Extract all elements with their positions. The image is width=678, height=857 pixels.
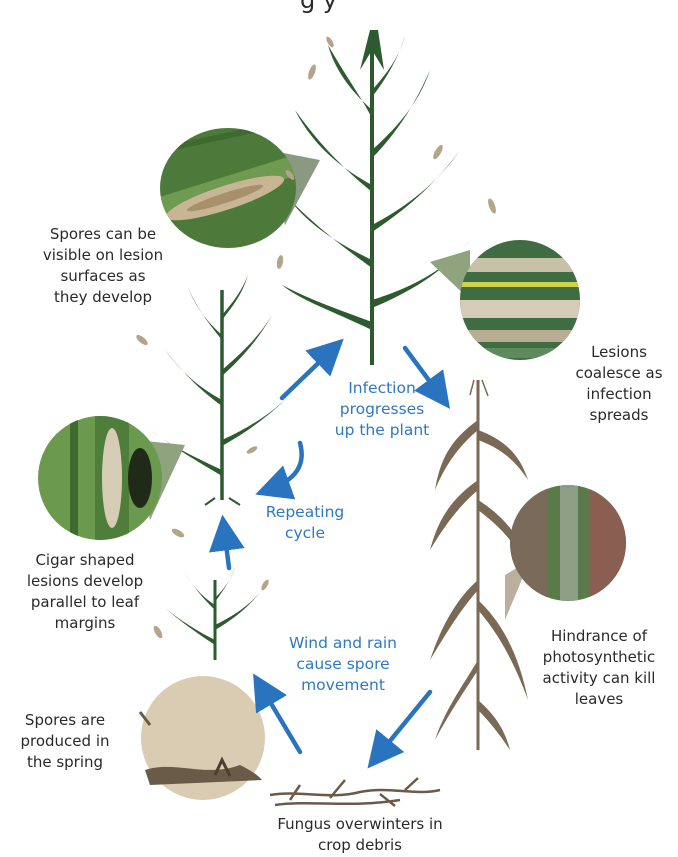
label-wind-rain: Wind and rain cause spore movement: [268, 633, 418, 696]
label-overwinters: Fungus overwinters in crop debris: [250, 814, 470, 856]
label-cigar-lesions: Cigar shaped lesions develop parallel to…: [0, 550, 170, 634]
seedling-plant: [165, 565, 262, 660]
floating-spores: [135, 36, 498, 640]
label-infection-progresses: Infection progresses up the plant: [322, 378, 442, 441]
arrow-down-left: [376, 692, 430, 758]
arrow-up-seedling: [224, 528, 229, 568]
label-hindrance: Hindrance of photosynthetic activity can…: [520, 626, 678, 710]
label-spores-produced: Spores are produced in the spring: [0, 710, 130, 773]
spore-disc: [140, 676, 265, 800]
label-repeating-cycle: Repeating cycle: [245, 502, 365, 544]
label-spores-visible: Spores can be visible on lesion surfaces…: [8, 224, 198, 308]
label-lesions-coalesce: Lesions coalesce as infection spreads: [560, 342, 678, 426]
tall-healthy-plant: [282, 30, 470, 365]
arrow-repeating-curve: [268, 443, 302, 490]
lesion-closeup-cigar: [38, 416, 185, 540]
lesion-closeup-hindrance: [505, 485, 626, 620]
crop-debris: [270, 778, 440, 806]
